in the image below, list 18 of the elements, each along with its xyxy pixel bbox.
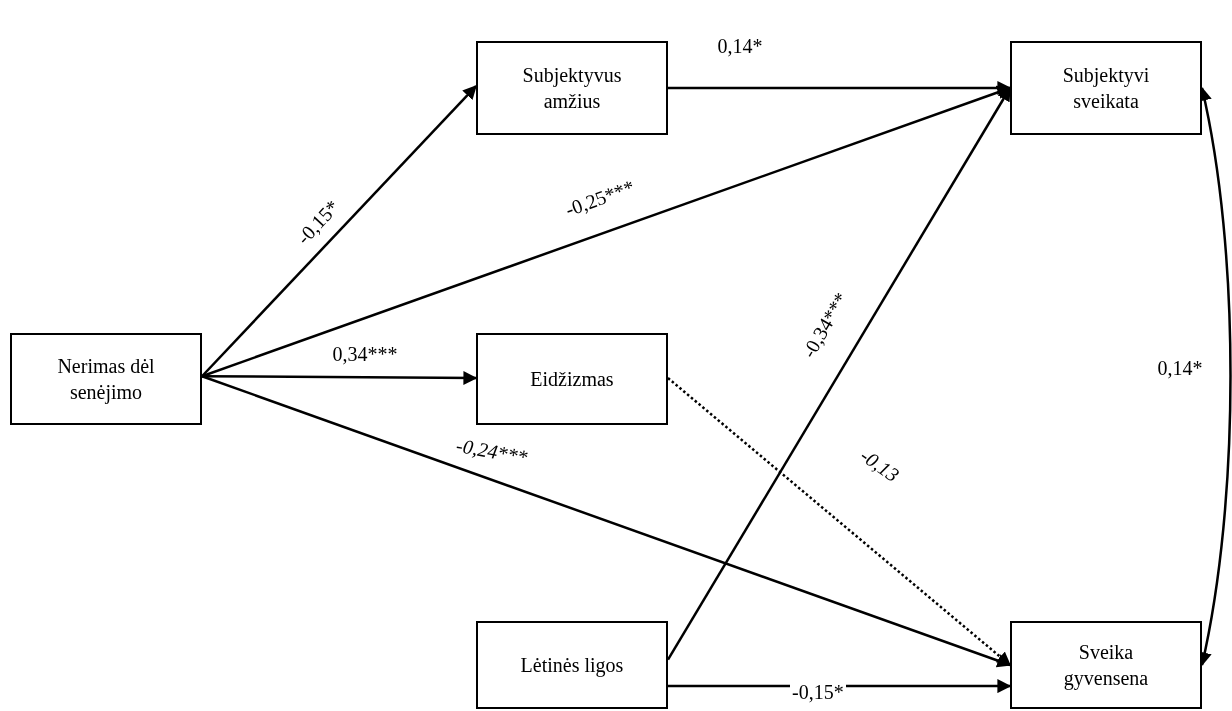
coefficient-label: -0,15* — [790, 681, 846, 703]
variable-box — [1010, 41, 1202, 135]
arrow — [201, 375, 1012, 668]
variable-box — [476, 41, 668, 135]
variable-label: Subjektyvus amžius — [521, 63, 623, 114]
arrow — [201, 85, 477, 378]
variable-label: Subjektyvi sveikata — [1061, 63, 1151, 114]
variable-label: Sveika gyvensena — [1062, 640, 1150, 691]
dotted-arrow — [667, 377, 1012, 666]
variable-label: Nerimas dėl senėjimo — [56, 354, 156, 405]
variable-box — [1010, 621, 1202, 709]
variable-box — [476, 333, 668, 425]
arrow — [202, 371, 478, 385]
arrow — [668, 81, 1012, 95]
variable-label: Lėtinės ligos — [519, 653, 625, 678]
variable-box — [476, 621, 668, 709]
variable-label: Eidžizmas — [529, 367, 615, 392]
variable-box — [10, 333, 202, 425]
